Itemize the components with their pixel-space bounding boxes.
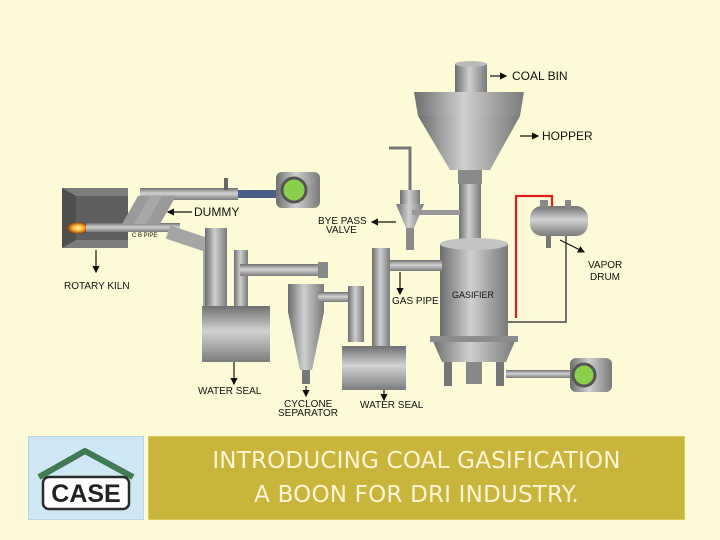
label-arrows	[92, 72, 586, 402]
cb-pipe	[86, 223, 180, 232]
gasifier-label: GASIFIER	[452, 290, 495, 300]
cyclone-label-1: CYCLONE	[284, 399, 333, 410]
water-seal-left-unit	[165, 225, 328, 362]
water-seal-left-label: WATER SEAL	[198, 386, 262, 397]
water-seal-right-label: WATER SEAL	[360, 400, 424, 411]
vapor-drum	[530, 200, 588, 248]
bye-pass-label-1: BYE PASS	[318, 216, 367, 227]
hopper	[414, 92, 524, 184]
process-diagram: COAL BIN HOPPER DUMMY C B PIPE BYE PASS …	[62, 61, 622, 419]
water-seal-right-unit	[342, 248, 406, 390]
gas-pipe-label: GAS PIPE	[392, 296, 439, 307]
title-banner: INTRODUCING COAL GASIFICATION A BOON FOR…	[148, 436, 685, 520]
vapor-label-2: DRUM	[590, 272, 620, 283]
banner-line-1: INTRODUCING COAL GASIFICATION	[212, 448, 621, 474]
hot-line	[514, 194, 554, 318]
bye-pass-label-2: VALVE	[326, 225, 357, 236]
gasifier	[430, 184, 518, 386]
rotary-kiln-label: ROTARY KILN	[64, 281, 130, 292]
coal-bin-label: COAL BIN	[512, 69, 568, 83]
gas-pipe	[388, 260, 442, 271]
bye-pass-valve	[389, 146, 460, 250]
coal-bin	[455, 61, 487, 94]
vapor-label-1: VAPOR	[588, 260, 622, 271]
bottom-blower	[506, 358, 612, 392]
cb-pipe-label: C B PIPE	[132, 233, 157, 239]
case-logo: CASE	[28, 436, 144, 520]
rotary-kiln	[62, 188, 128, 248]
house-roof-icon: CASE	[37, 448, 135, 511]
top-blower-fan	[280, 176, 308, 204]
bottom-blower-fan	[571, 362, 597, 388]
cyclone-label-2: SEPARATOR	[278, 408, 338, 419]
return-line	[508, 236, 567, 323]
dummy-branch	[122, 178, 278, 224]
top-blower	[276, 172, 320, 208]
banner-line-2: A BOON FOR DRI INDUSTRY.	[254, 482, 579, 508]
hopper-label: HOPPER	[542, 129, 593, 143]
logo-text: CASE	[51, 480, 120, 508]
dummy-label: DUMMY	[194, 205, 239, 219]
cyclone-separator	[288, 284, 354, 384]
